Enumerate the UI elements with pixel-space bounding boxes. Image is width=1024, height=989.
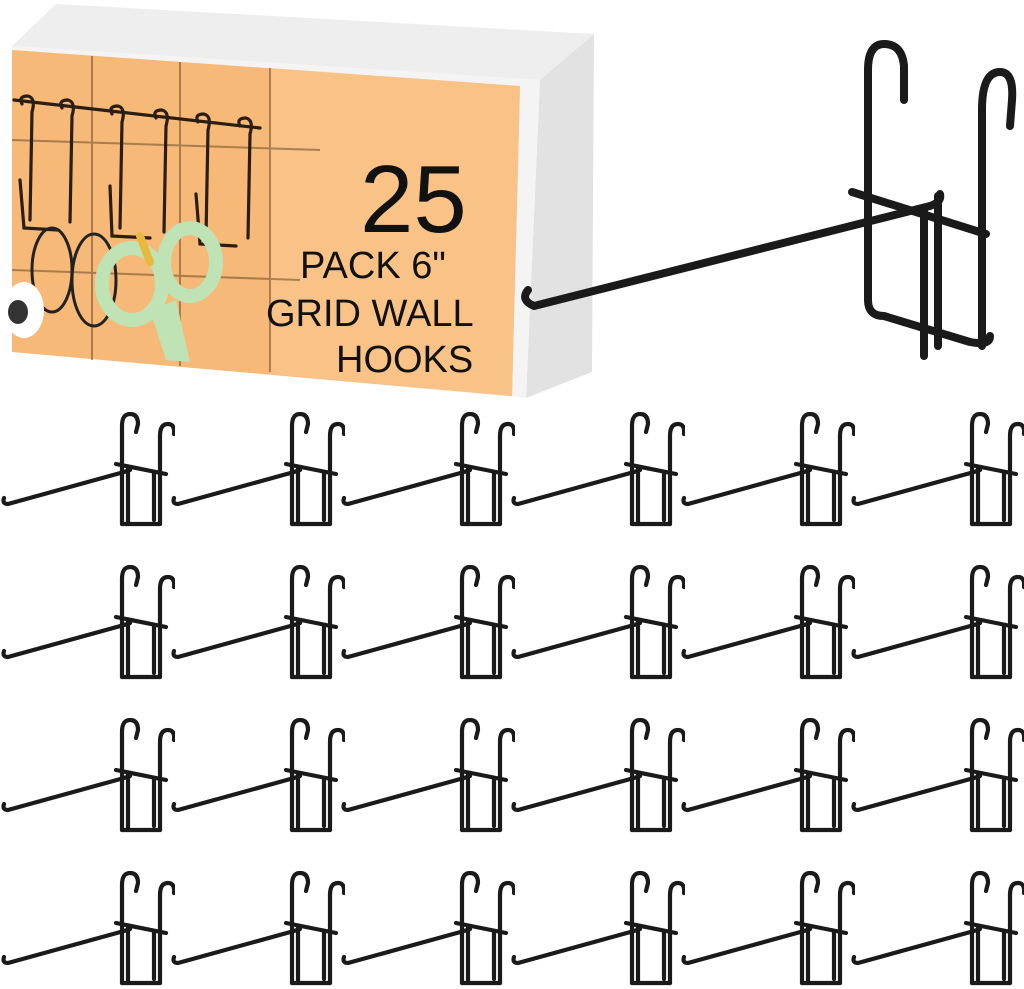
grid-wall-hook-icon	[4, 567, 175, 677]
box-photo-scissors	[95, 221, 223, 362]
grid-wall-hook-icon	[514, 873, 685, 983]
grid-wall-hook-icon	[344, 414, 515, 524]
box-photo-mug	[4, 282, 44, 338]
box-top	[12, 4, 594, 80]
grid-wall-hook-icon	[174, 414, 345, 524]
grid-wall-hook-icon	[521, 40, 1017, 360]
featured-hook	[521, 40, 1017, 360]
box-text-line1: PACK 6"	[300, 245, 446, 287]
grid-wall-hook-icon	[344, 567, 515, 677]
grid-wall-hook-icon	[344, 873, 515, 983]
box-text-line2: GRID WALL	[266, 293, 474, 335]
box-photo-glasses	[30, 226, 118, 328]
grid-wall-hook-icon	[684, 567, 855, 677]
grid-wall-hook-icon	[684, 720, 855, 830]
box-photo-hooks	[12, 94, 262, 248]
box-text-line3: HOOKS	[336, 339, 473, 381]
grid-wall-hook-icon	[684, 873, 855, 983]
box-count: 25	[360, 146, 467, 253]
grid-wall-hook-icon	[854, 720, 1024, 830]
grid-wall-hook-icon	[344, 720, 515, 830]
grid-wall-hook-icon	[514, 720, 685, 830]
grid-wall-hook-icon	[514, 414, 685, 524]
grid-wall-hook-icon	[854, 567, 1024, 677]
grid-wall-hook-icon	[4, 873, 175, 983]
grid-wall-hook-icon	[684, 414, 855, 524]
grid-wall-hook-icon	[4, 414, 175, 524]
box-photo-highlight	[270, 68, 520, 396]
grid-wall-hook-icon	[4, 720, 175, 830]
grid-wall-hook-icon	[514, 567, 685, 677]
grid-wall-hook-icon	[854, 873, 1024, 983]
hook-grid	[4, 414, 1024, 983]
grid-wall-hook-icon	[174, 720, 345, 830]
grid-wall-hook-icon	[174, 873, 345, 983]
grid-wall-hook-icon	[174, 567, 345, 677]
product-box: 25 PACK 6" GRID WALL HOOKS	[4, 4, 594, 398]
grid-wall-hook-icon	[854, 414, 1024, 524]
